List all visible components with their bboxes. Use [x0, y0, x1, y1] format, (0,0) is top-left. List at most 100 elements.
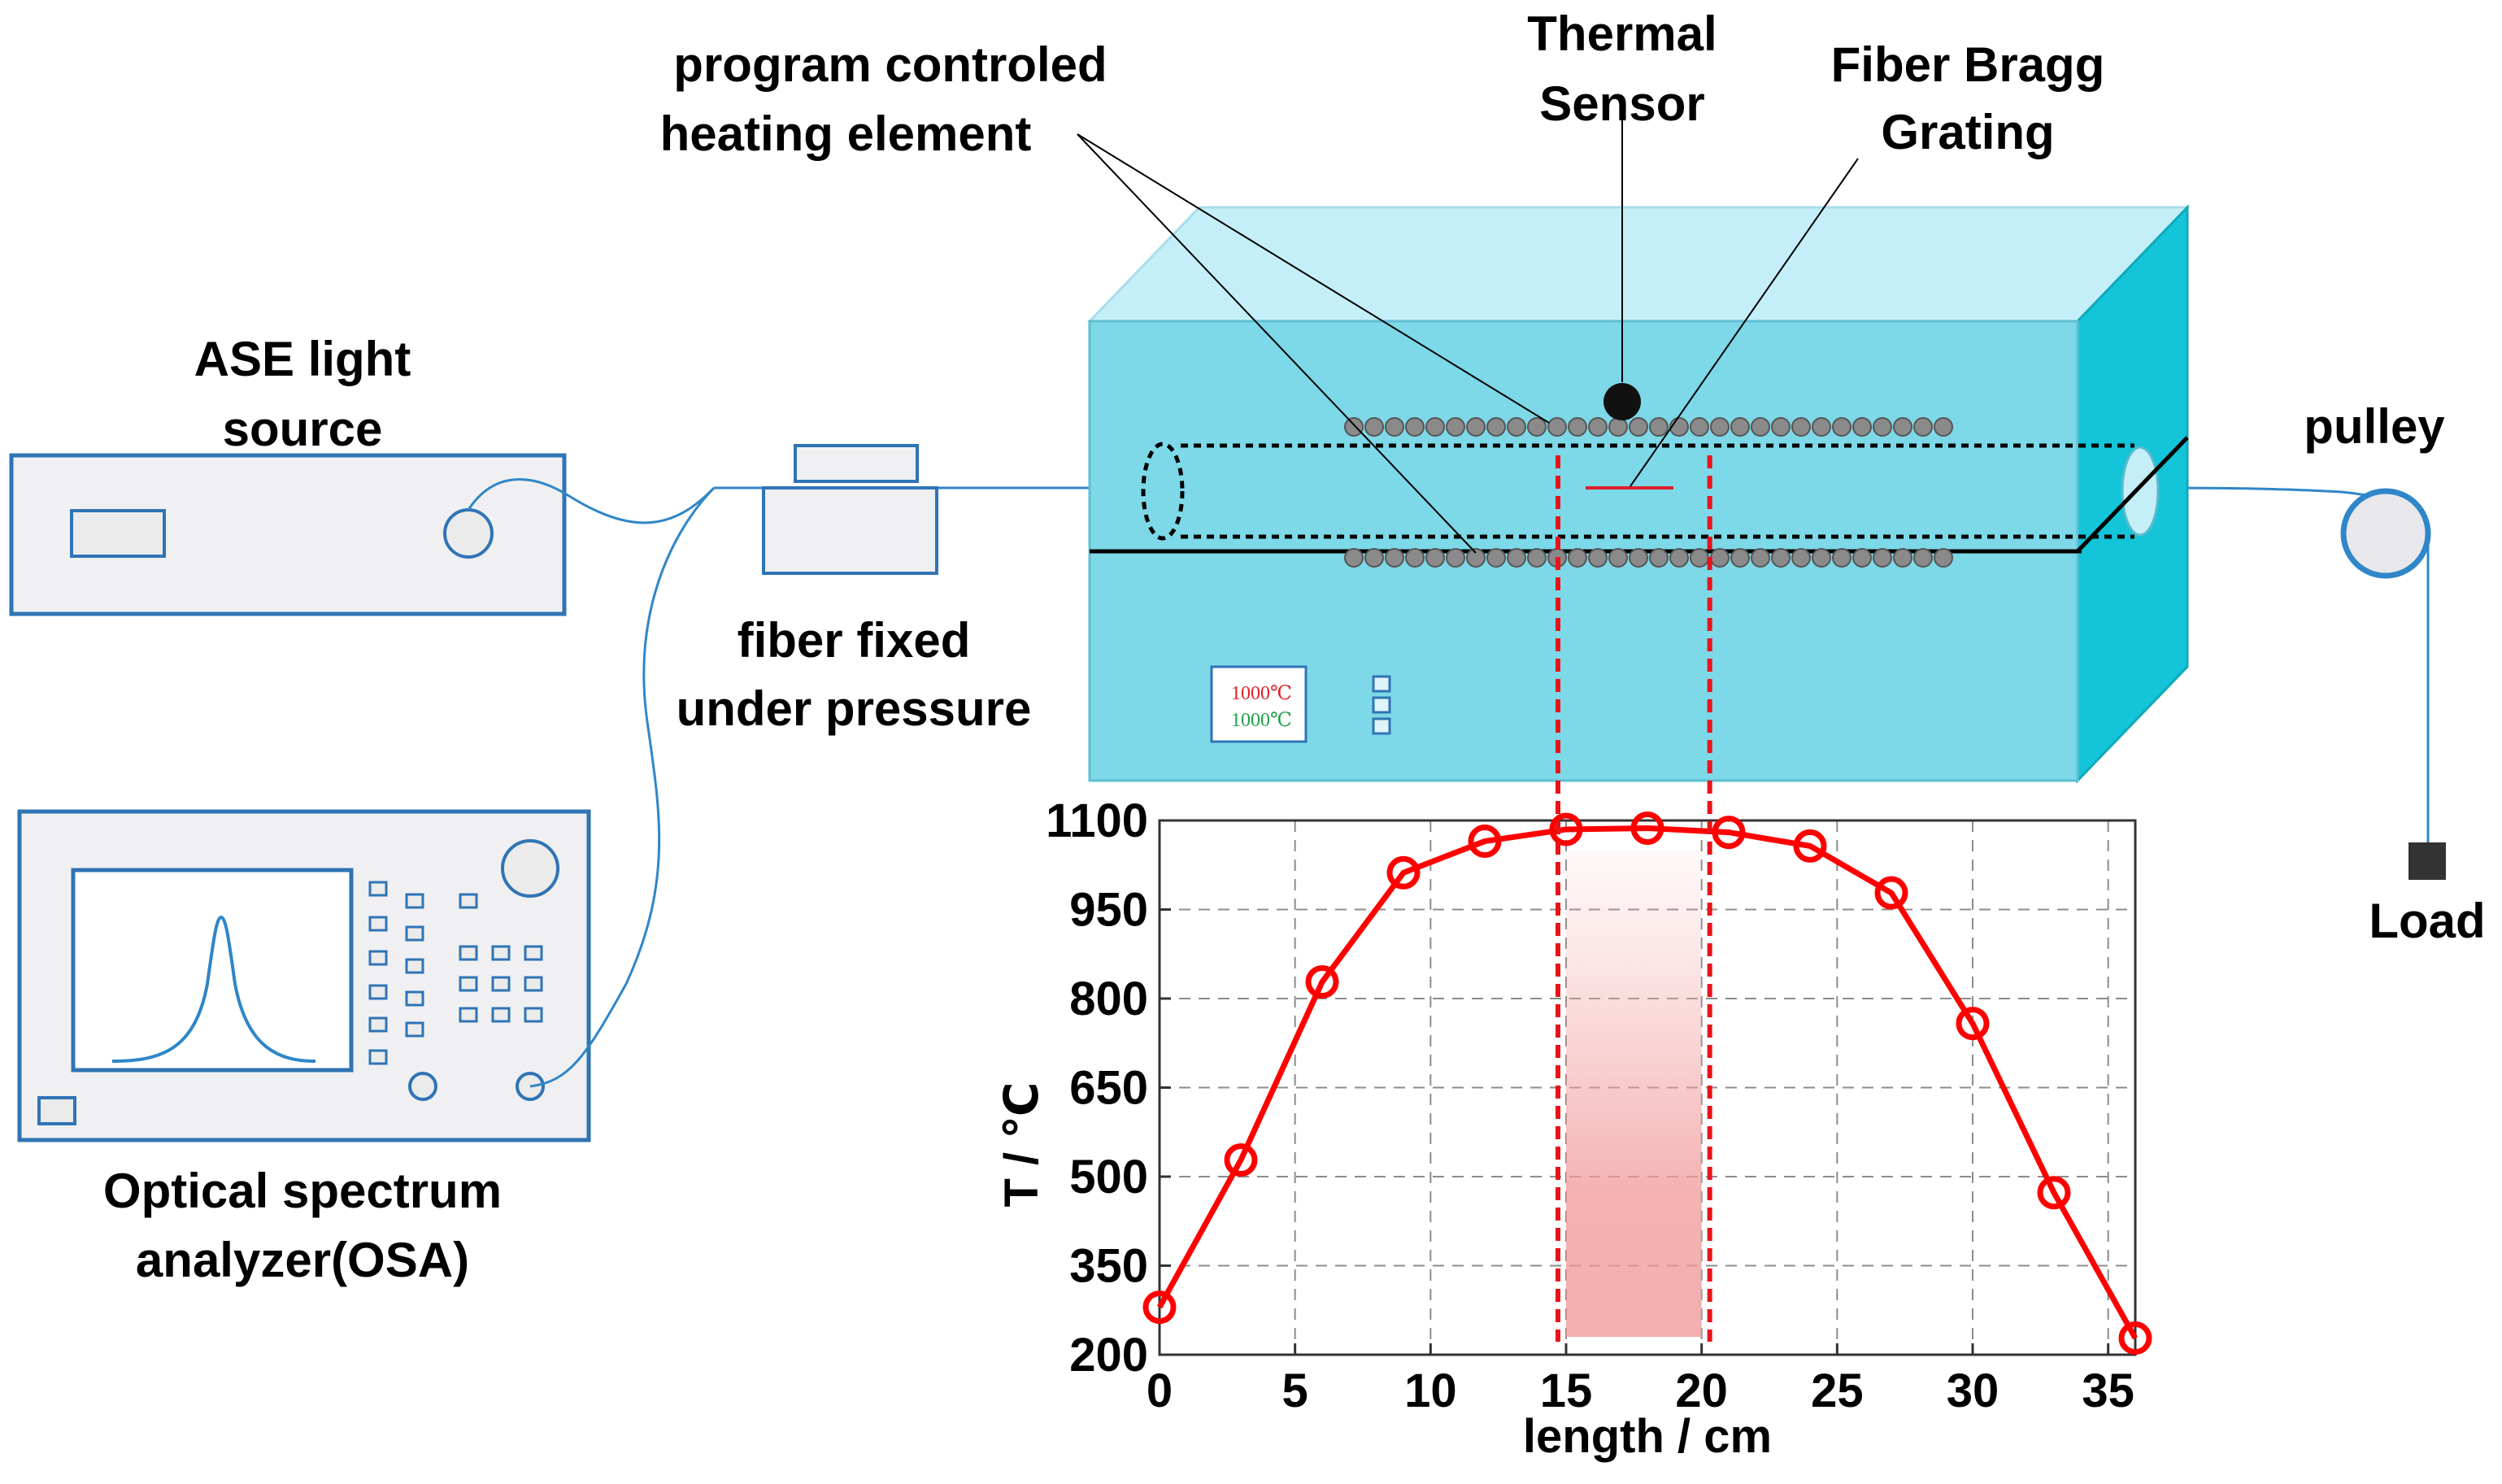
- heater-bead: [1913, 417, 1933, 437]
- x-tick-label: 30: [1947, 1364, 1999, 1417]
- heater-bead: [1466, 417, 1486, 437]
- osa-key[interactable]: [491, 945, 511, 961]
- display-actual-temp: 1000℃: [1231, 710, 1292, 731]
- osa-spectrum-peak: [111, 915, 316, 1063]
- osa-key[interactable]: [405, 893, 424, 909]
- heater-bead: [1791, 548, 1811, 568]
- heater-bead: [1873, 417, 1892, 437]
- osa-key[interactable]: [368, 1049, 388, 1065]
- heater-bead: [1771, 548, 1791, 568]
- osa-label-line1: Optical spectrum: [103, 1164, 502, 1218]
- x-tick-label: 35: [2082, 1364, 2134, 1417]
- ase-light-source: [9, 453, 567, 616]
- osa-key[interactable]: [368, 984, 388, 1000]
- leader-lines: [1077, 106, 1859, 554]
- heater-bead: [1466, 548, 1486, 568]
- x-tick-label: 0: [1147, 1364, 1173, 1417]
- data-point: [1224, 1143, 1258, 1177]
- controller-button-set[interactable]: [1372, 717, 1391, 735]
- data-point: [1305, 965, 1339, 999]
- osa-key[interactable]: [368, 881, 388, 897]
- data-point: [1630, 811, 1664, 845]
- heating-element-label-line2: heating element: [660, 107, 1032, 161]
- data-point: [1874, 876, 1908, 910]
- data-point: [2037, 1176, 2071, 1210]
- ase-label-line1: ASE light: [194, 332, 411, 386]
- y-axis-label: T / ℃: [995, 1081, 1048, 1207]
- data-point: [1468, 825, 1502, 859]
- data-point: [1386, 855, 1421, 890]
- heater-bead: [1913, 548, 1933, 568]
- heater-bead: [1649, 417, 1669, 437]
- optical-spectrum-analyzer: [17, 809, 591, 1142]
- osa-key[interactable]: [524, 1007, 543, 1023]
- heater-bead: [1486, 417, 1506, 437]
- osa-key[interactable]: [459, 893, 478, 909]
- y-tick-label: 950: [1069, 884, 1148, 937]
- ase-display-window: [70, 509, 166, 558]
- heater-bead: [1852, 417, 1872, 437]
- heating-element-beads: [1344, 417, 1953, 568]
- thermal-sensor-label-line2: Sensor: [1539, 76, 1704, 131]
- x-tick-label: 20: [1675, 1364, 1728, 1417]
- heater-bead: [1710, 417, 1730, 437]
- heater-bead: [1486, 548, 1506, 568]
- thermal-sensor-icon: [1603, 383, 1641, 420]
- osa-key[interactable]: [405, 958, 424, 974]
- osa-key[interactable]: [405, 1021, 424, 1038]
- fiber-fixed-label-line2: under pressure: [677, 681, 1032, 736]
- osa-key[interactable]: [405, 990, 424, 1007]
- heater-bead: [1507, 417, 1526, 437]
- x-tick-label: 10: [1404, 1364, 1457, 1417]
- tube-left-end: [1141, 442, 1185, 541]
- heater-bead: [1791, 417, 1811, 437]
- data-point: [1793, 829, 1827, 863]
- tube-furnace: 1000℃ 1000℃: [1086, 204, 2191, 784]
- controller-button-up[interactable]: [1372, 675, 1391, 693]
- heater-bead: [1425, 548, 1445, 568]
- osa-key[interactable]: [524, 976, 543, 992]
- osa-key[interactable]: [459, 945, 478, 961]
- data-point: [1712, 816, 1746, 850]
- x-tick-label: 25: [1811, 1364, 1864, 1417]
- heater-bead: [1852, 548, 1872, 568]
- temperature-series-points: [1142, 811, 2152, 1356]
- osa-key[interactable]: [459, 1007, 478, 1023]
- heater-bead: [1446, 548, 1465, 568]
- heater-bead: [1893, 417, 1912, 437]
- load-label: Load: [2369, 894, 2485, 948]
- osa-key[interactable]: [524, 945, 543, 961]
- heater-bead: [1649, 548, 1669, 568]
- uniform-hot-zone: [1566, 850, 1702, 1338]
- osa-small-port-icon[interactable]: [408, 1072, 437, 1101]
- fbg-label-line1: Fiber Bragg: [1831, 37, 2105, 92]
- osa-label-line2: analyzer(OSA): [136, 1233, 469, 1287]
- heater-bead: [1873, 548, 1892, 568]
- heater-bead: [1527, 417, 1547, 437]
- heater-bead: [1568, 548, 1587, 568]
- heater-bead: [1608, 417, 1628, 437]
- osa-knob-icon[interactable]: [501, 839, 559, 898]
- osa-key[interactable]: [459, 976, 478, 992]
- controller-button-down[interactable]: [1372, 696, 1391, 714]
- osa-keypad[interactable]: [368, 881, 543, 1065]
- heater-bead: [1608, 548, 1628, 568]
- osa-key[interactable]: [368, 1016, 388, 1033]
- data-point: [2118, 1321, 2152, 1356]
- heater-bead: [1771, 417, 1791, 437]
- heater-bead: [1669, 417, 1689, 437]
- ase-output-port-icon[interactable]: [443, 508, 494, 559]
- osa-power-switch[interactable]: [37, 1096, 76, 1125]
- osa-key[interactable]: [368, 916, 388, 932]
- heater-bead: [1690, 417, 1709, 437]
- heater-bead: [1934, 417, 1953, 437]
- heater-bead: [1547, 417, 1567, 437]
- osa-key[interactable]: [368, 950, 388, 966]
- heater-bead: [1568, 417, 1587, 437]
- osa-key[interactable]: [405, 925, 424, 942]
- pulley-icon: [2340, 488, 2431, 579]
- osa-key[interactable]: [491, 1007, 511, 1023]
- osa-key[interactable]: [491, 976, 511, 992]
